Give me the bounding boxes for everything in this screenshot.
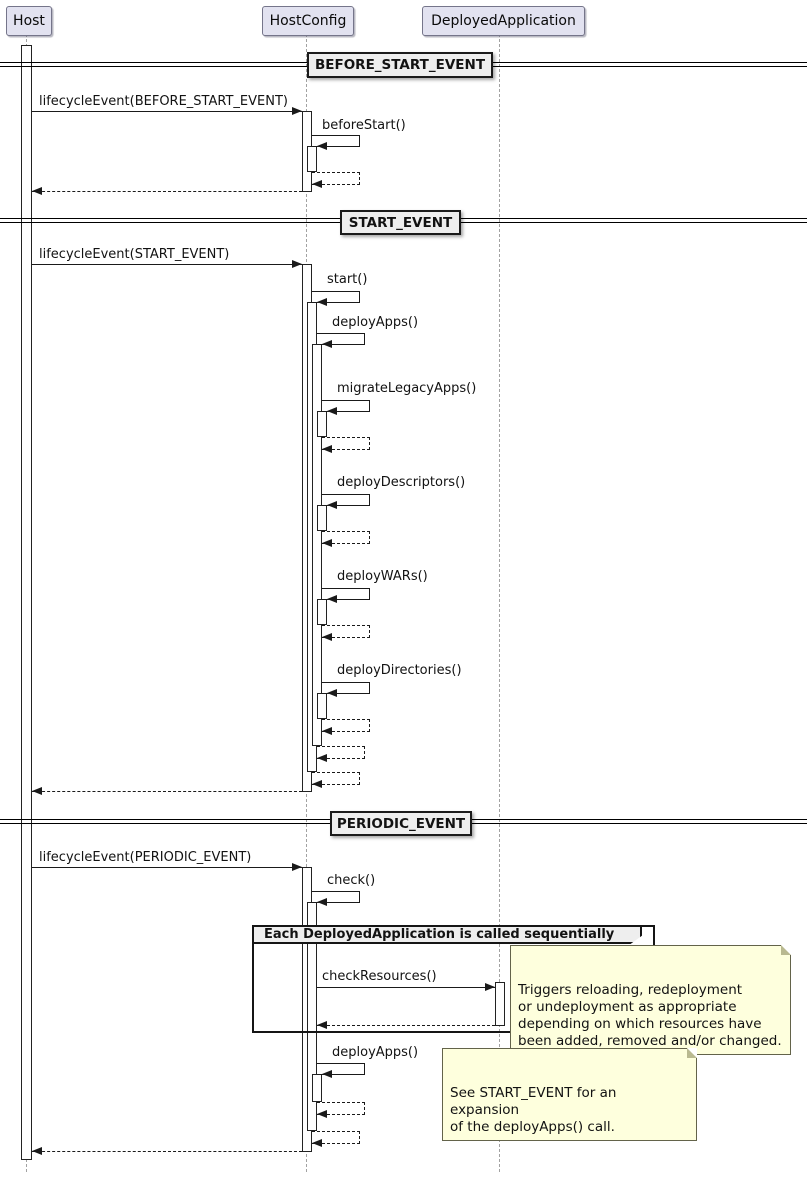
arrowhead-icon (327, 501, 337, 509)
arrowhead-icon (317, 298, 327, 306)
selfcall-deploywars (322, 588, 370, 600)
participant-label: DeployedApplication (431, 13, 576, 29)
message-arrow-before-lifecycle (32, 111, 302, 112)
arrowhead-icon (317, 1021, 327, 1029)
arrowhead-icon (317, 1110, 327, 1118)
activation-bar-deploydescriptors (317, 505, 327, 531)
message-label-periodic-lifecycle: lifecycleEvent(PERIODIC_EVENT) (39, 850, 252, 865)
activation-bar-deploywars (317, 599, 327, 625)
note-fold-icon (687, 1048, 697, 1058)
divider-label: START_EVENT (348, 214, 453, 231)
selfcall-migratelegacyapps (322, 400, 370, 412)
selfreturn-migratelegacyapps (322, 437, 370, 450)
arrowhead-icon (317, 898, 327, 906)
selfreturn-deploywars (322, 625, 370, 638)
note-fold-icon (781, 945, 791, 955)
message-label-migratelegacyapps: migrateLegacyApps() (337, 381, 477, 396)
selfreturn-beforestart (312, 172, 360, 185)
message-label-deploywars: deployWARs() (337, 569, 428, 584)
selfcall-deploydescriptors (322, 494, 370, 506)
selfcall-periodic-deployapps (317, 1063, 365, 1075)
arrowhead-icon (317, 754, 327, 762)
divider-label: BEFORE_START_EVENT (314, 57, 486, 73)
message-label-start-lifecycle: lifecycleEvent(START_EVENT) (39, 247, 230, 262)
selfcall-check (312, 891, 360, 903)
selfreturn-start (312, 772, 360, 785)
message-arrow-periodic-lifecycle (32, 867, 302, 868)
message-label-deployapps: deployApps() (332, 315, 419, 330)
return-arrow-before (32, 191, 302, 192)
arrowhead-icon (322, 633, 332, 641)
selfreturn-deploydescriptors (322, 531, 370, 544)
divider-before-start-event: BEFORE_START_EVENT (307, 52, 493, 78)
return-arrow-periodic (32, 1151, 302, 1152)
message-arrow-start-lifecycle (32, 264, 302, 265)
activation-bar-host (21, 45, 32, 1160)
arrowhead-icon (292, 260, 302, 268)
divider-periodic-event: PERIODIC_EVENT (330, 811, 472, 836)
selfcall-deployapps (317, 333, 365, 345)
note-deployapps: See START_EVENT for an expansion of the … (442, 1048, 697, 1141)
participant-host: Host (6, 6, 52, 36)
selfreturn-check (312, 1131, 360, 1144)
activation-bar-migratelegacyapps (317, 411, 327, 437)
arrowhead-icon (32, 787, 42, 795)
note-checkresources: Triggers reloading, redeployment or unde… (510, 945, 791, 1055)
activation-bar-deploydirectories (317, 693, 327, 719)
participant-hostconfig: HostConfig (262, 6, 354, 36)
lifeline-deployedapplication (499, 34, 500, 1172)
arrowhead-icon (322, 340, 332, 348)
arrowhead-icon (312, 1139, 322, 1147)
activation-bar-deployapps (312, 344, 322, 746)
selfcall-beforestart (312, 135, 360, 147)
activation-bar-periodic-deployapps (312, 1074, 322, 1102)
group-frame-label: Each DeployedApplication is called seque… (264, 927, 615, 942)
message-label-deploydirectories: deployDirectories() (337, 663, 462, 678)
arrowhead-icon (317, 142, 327, 150)
message-label-periodic-deployapps: deployApps() (332, 1045, 419, 1060)
selfreturn-periodic-deployapps (317, 1102, 365, 1115)
arrowhead-icon (322, 445, 332, 453)
selfreturn-deployapps (317, 746, 365, 759)
arrowhead-icon (485, 983, 495, 991)
return-arrow-start (32, 791, 302, 792)
participant-label: Host (13, 13, 45, 29)
group-frame-header: Each DeployedApplication is called seque… (252, 925, 643, 944)
arrowhead-icon (322, 539, 332, 547)
arrowhead-icon (327, 407, 337, 415)
return-arrow-checkresources (317, 1025, 495, 1026)
divider-label: PERIODIC_EVENT (336, 815, 466, 832)
selfreturn-deploydirectories (322, 719, 370, 732)
divider-start-event: START_EVENT (340, 210, 461, 235)
arrowhead-icon (292, 107, 302, 115)
selfcall-deploydirectories (322, 682, 370, 694)
message-label-check: check() (327, 873, 376, 888)
message-label-deploydescriptors: deployDescriptors() (337, 475, 466, 490)
message-label-start: start() (327, 272, 368, 287)
arrowhead-icon (322, 1070, 332, 1078)
arrowhead-icon (32, 1147, 42, 1155)
message-label-beforestart: beforeStart() (322, 118, 406, 133)
activation-bar-beforestart (307, 146, 317, 172)
arrowhead-icon (32, 187, 42, 195)
selfcall-start (312, 291, 360, 303)
arrowhead-icon (327, 595, 337, 603)
message-label-checkresources: checkResources() (322, 969, 437, 984)
note-text: See START_EVENT for an expansion of the … (450, 1085, 617, 1135)
participant-label: HostConfig (269, 13, 347, 29)
note-text: Triggers reloading, redeployment or unde… (518, 982, 782, 1049)
arrowhead-icon (327, 689, 337, 697)
message-label-before-lifecycle: lifecycleEvent(BEFORE_START_EVENT) (39, 94, 288, 109)
message-arrow-checkresources (317, 987, 495, 988)
arrowhead-icon (322, 727, 332, 735)
arrowhead-icon (312, 180, 322, 188)
arrowhead-icon (292, 863, 302, 871)
arrowhead-icon (312, 780, 322, 788)
participant-deployedapplication: DeployedApplication (422, 6, 585, 36)
activation-bar-deployedapplication (495, 982, 505, 1026)
